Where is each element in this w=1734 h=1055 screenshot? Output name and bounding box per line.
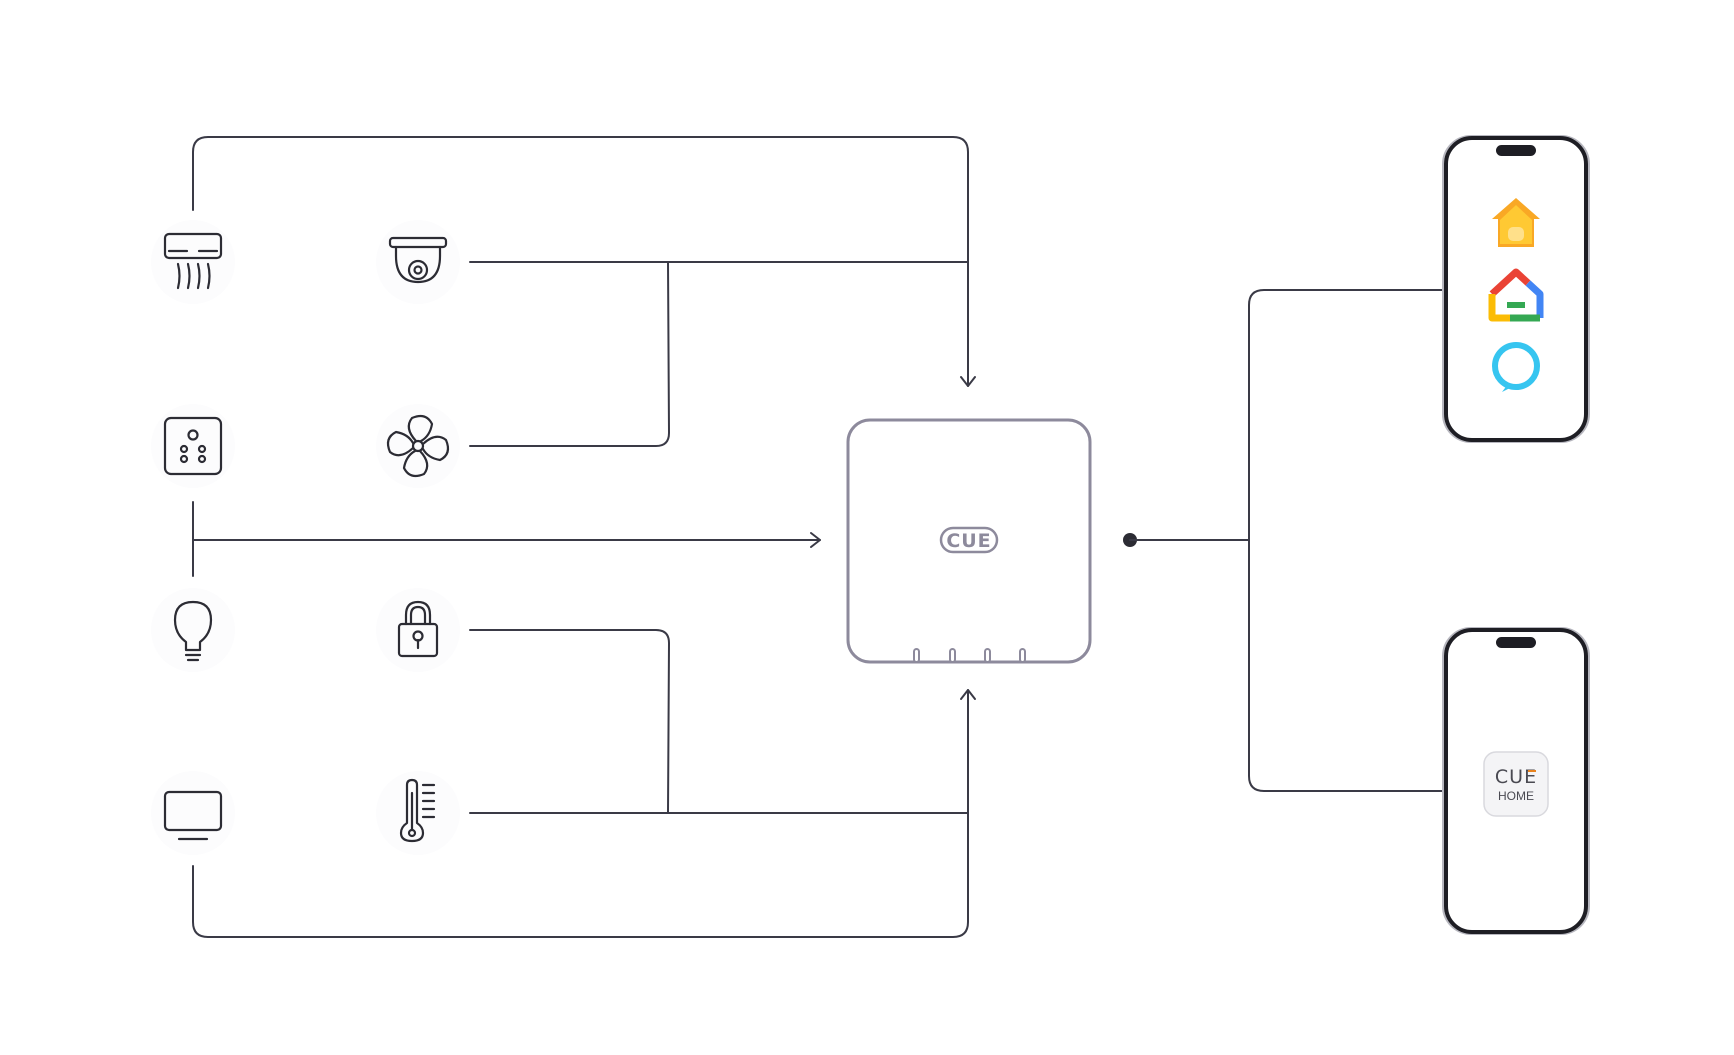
- arrow-top-into-hub: [960, 376, 976, 387]
- hub-logo-text: CUE: [946, 530, 991, 552]
- cue-app-accent: [1528, 770, 1536, 772]
- cue-app-label: HOME: [1498, 789, 1534, 803]
- arrow-left-into-hub: [810, 532, 821, 548]
- tv-icon: [151, 771, 235, 855]
- phone-frame: [1444, 136, 1588, 442]
- cue-app-phone: CUE HOME: [1442, 627, 1590, 935]
- fan-icon: [376, 404, 460, 488]
- hub-logo-frame: [939, 526, 999, 554]
- wire-tv-to-hub: [192, 689, 969, 938]
- apple-home-icon: [1492, 198, 1540, 247]
- wire-ac-to-hub: [192, 136, 969, 387]
- amazon-alexa-icon: [1492, 342, 1540, 392]
- cue-home-app-icon[interactable]: CUE HOME: [1483, 751, 1549, 817]
- connector-lines: [192, 136, 1444, 938]
- padlock-icon: [376, 588, 460, 672]
- platform-phone: [1442, 135, 1590, 443]
- thermometer-icon: [376, 771, 460, 855]
- wire-fan: [469, 261, 670, 447]
- security-camera-icon: [376, 220, 460, 304]
- arrow-bottom-into-hub: [960, 689, 976, 700]
- cue-hub: CUE: [846, 418, 1092, 664]
- wire-lock: [469, 629, 670, 814]
- wire-platforms-split: [1248, 289, 1444, 792]
- phone-notch: [1496, 637, 1536, 648]
- air-conditioner-icon: [151, 220, 235, 304]
- cue-app-logo-text: CUE: [1495, 766, 1537, 788]
- light-bulb-icon: [151, 588, 235, 672]
- google-home-icon: [1488, 268, 1544, 322]
- phone-notch: [1496, 145, 1536, 156]
- hub-status-leds: [913, 648, 1026, 663]
- switch-panel-icon: [151, 404, 235, 488]
